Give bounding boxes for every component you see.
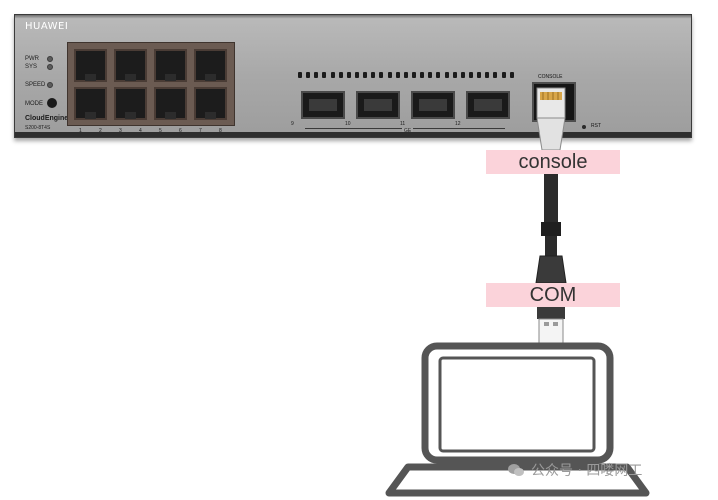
vent-slot bbox=[493, 72, 498, 78]
watermark-text: 公众号 · 四喽网工 bbox=[531, 463, 643, 479]
com-label-tag: COM bbox=[486, 283, 620, 307]
vent-slot bbox=[403, 72, 408, 78]
vent-slot bbox=[338, 72, 343, 78]
vent-slot bbox=[485, 72, 490, 78]
vent-slot bbox=[436, 72, 441, 78]
vent-slot bbox=[354, 72, 359, 78]
sfp-port-12 bbox=[466, 91, 510, 119]
vent-slot bbox=[477, 72, 482, 78]
sfp-number: 10 bbox=[345, 121, 351, 127]
console-port-label: CONSOLE bbox=[538, 74, 563, 80]
vent-slot bbox=[322, 72, 327, 78]
led-label-pwr: PWR bbox=[25, 56, 39, 62]
rj45-port-4 bbox=[114, 87, 147, 120]
vent-slot bbox=[420, 72, 425, 78]
pwr-led bbox=[47, 56, 53, 62]
wechat-icon bbox=[508, 464, 524, 476]
vent-slot bbox=[379, 72, 384, 78]
rj45-port-6 bbox=[154, 87, 187, 120]
vent-slot bbox=[509, 72, 514, 78]
sfp-number: 11 bbox=[400, 121, 406, 127]
vent-slot bbox=[444, 72, 449, 78]
sfp-number: 12 bbox=[455, 121, 461, 127]
cable-segment bbox=[544, 174, 558, 222]
cable-segment bbox=[545, 236, 557, 256]
port-number: 4 bbox=[139, 128, 142, 134]
rj45-connector-icon bbox=[536, 87, 566, 151]
vent-slot bbox=[468, 72, 473, 78]
rj45-port-8 bbox=[194, 87, 227, 120]
vent-slot bbox=[395, 72, 400, 78]
vent-slot bbox=[428, 72, 433, 78]
port-number: 7 bbox=[199, 128, 202, 134]
vent-slot bbox=[330, 72, 335, 78]
ferrite-core bbox=[541, 222, 561, 236]
port-number: 1 bbox=[79, 128, 82, 134]
port-number: 6 bbox=[179, 128, 182, 134]
speed-led bbox=[47, 82, 53, 88]
sfp-port-9 bbox=[301, 91, 345, 119]
vent-slot bbox=[411, 72, 416, 78]
vent-slot bbox=[387, 72, 392, 78]
sys-led bbox=[47, 64, 53, 70]
console-label-tag: console bbox=[486, 150, 620, 174]
rj45-port-5 bbox=[154, 49, 187, 82]
vent-slot bbox=[371, 72, 376, 78]
sfp-number: 9 bbox=[291, 121, 294, 127]
brand-logo: HUAWEI bbox=[25, 21, 69, 32]
sfp-port-11 bbox=[411, 91, 455, 119]
rj45-port-3 bbox=[114, 49, 147, 82]
ge-label: GE bbox=[402, 128, 414, 134]
port-number: 3 bbox=[119, 128, 122, 134]
vent-slot bbox=[460, 72, 465, 78]
series-name: CloudEngine bbox=[25, 115, 69, 122]
vent-slot bbox=[298, 72, 302, 78]
vent-slot bbox=[346, 72, 351, 78]
port-number: 8 bbox=[219, 128, 222, 134]
port-number: 2 bbox=[99, 128, 102, 134]
vent-slot bbox=[452, 72, 457, 78]
reset-button bbox=[582, 125, 586, 129]
mode-button bbox=[47, 98, 57, 108]
led-label-speed: SPEED bbox=[25, 82, 46, 88]
model-name: S200-8T4S bbox=[25, 125, 51, 131]
vent-slot bbox=[363, 72, 368, 78]
port-number: 5 bbox=[159, 128, 162, 134]
vent-slot bbox=[314, 72, 319, 78]
led-label-sys: SYS bbox=[25, 64, 38, 70]
mode-label: MODE bbox=[25, 101, 43, 107]
usb-connector-icon bbox=[535, 255, 567, 344]
vent-row bbox=[298, 72, 514, 80]
rst-label: RST bbox=[591, 123, 601, 129]
sfp-port-10 bbox=[356, 91, 400, 119]
vent-slot bbox=[501, 72, 506, 78]
rj45-port-2 bbox=[74, 87, 107, 120]
rj45-port-1 bbox=[74, 49, 107, 82]
laptop-icon bbox=[385, 342, 650, 497]
rj45-port-7 bbox=[194, 49, 227, 82]
rj45-port-block bbox=[67, 42, 235, 126]
network-switch: HUAWEI PWR SYS SPEED MODE CloudEngine S2… bbox=[14, 14, 692, 138]
watermark: 公众号 · 四喽网工 bbox=[507, 460, 642, 480]
vent-slot bbox=[306, 72, 311, 78]
